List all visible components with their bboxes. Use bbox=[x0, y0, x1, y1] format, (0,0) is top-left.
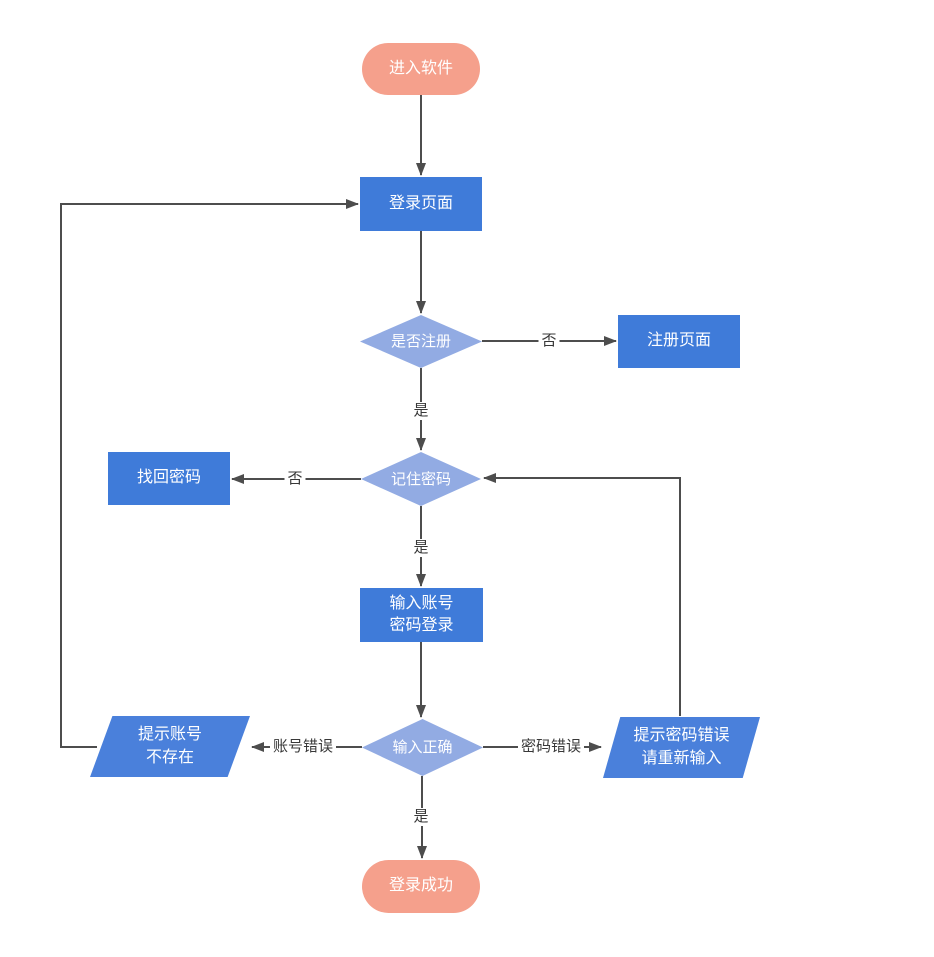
node-enter-credentials-label: 输入账号 密码登录 bbox=[389, 594, 454, 634]
node-login-page: 登录页面 bbox=[360, 177, 482, 231]
node-check-input-label: 输入正确 bbox=[392, 739, 453, 756]
node-prompt-account-missing-label: 提示账号 不存在 bbox=[137, 726, 202, 766]
edge-label-registered-no: 否 bbox=[538, 332, 560, 350]
node-enter-credentials: 输入账号 密码登录 bbox=[360, 588, 483, 642]
node-check-registered-label: 是否注册 bbox=[390, 333, 451, 350]
edge-label-password-error: 密码错误 bbox=[517, 738, 585, 756]
node-start: 进入软件 bbox=[362, 43, 480, 95]
node-retrieve-password: 找回密码 bbox=[108, 452, 230, 505]
edge-label-input-yes: 是 bbox=[410, 808, 432, 826]
node-success-label: 登录成功 bbox=[388, 877, 453, 895]
node-login-page-label: 登录页面 bbox=[388, 194, 453, 212]
node-check-remember-label: 记住密码 bbox=[390, 470, 451, 488]
node-start-label: 进入软件 bbox=[388, 59, 453, 77]
edge-label-remember-no: 否 bbox=[284, 470, 306, 488]
node-retrieve-password-label: 找回密码 bbox=[136, 469, 201, 487]
node-prompt-password-error: 提示密码错误 请重新输入 bbox=[603, 717, 760, 778]
edge-label-account-error: 账号错误 bbox=[269, 738, 337, 756]
node-success: 登录成功 bbox=[362, 860, 480, 913]
node-prompt-account-missing: 提示账号 不存在 bbox=[90, 716, 250, 777]
edge-label-registered-yes: 是 bbox=[410, 402, 432, 420]
node-register-page: 注册页面 bbox=[618, 315, 740, 368]
connector-account-prompt-back-to-login bbox=[60, 199, 359, 748]
connector-password-prompt-back-to-remember bbox=[483, 473, 681, 716]
edge-label-remember-yes: 是 bbox=[410, 539, 432, 557]
node-register-page-label: 注册页面 bbox=[646, 332, 711, 350]
node-prompt-password-error-label: 提示密码错误 请重新输入 bbox=[633, 727, 730, 767]
